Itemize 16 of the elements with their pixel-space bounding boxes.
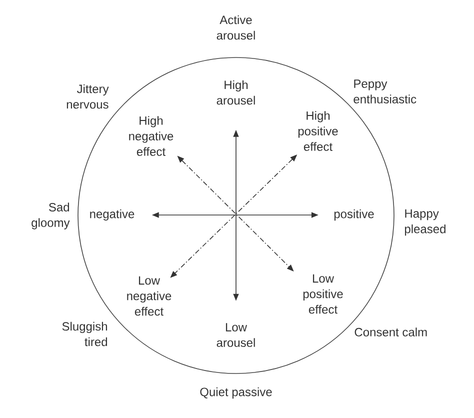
mood-label: Peppy enthusiastic (354, 80, 416, 104)
mood-label: Sluggish tired (62, 322, 108, 346)
axis-label: High negative effect (129, 116, 174, 156)
mood-label: Happy pleased (404, 209, 446, 236)
mood-label: Consent calm (354, 328, 427, 336)
axis-label: Low negative effect (127, 276, 172, 316)
axis-label: Low arousel (216, 323, 255, 347)
mood-label: Quiet passive (200, 387, 272, 399)
axis-label: High arousel (216, 80, 255, 105)
axis-label: Low positive effect (303, 274, 343, 314)
axis-label: High positive effect (298, 111, 338, 151)
axis-label: positive (334, 209, 374, 221)
mood-label: Active arousel (216, 15, 255, 40)
mood-label: Sad gloomy (32, 202, 70, 230)
mood-label: Jittery nervous (66, 84, 109, 109)
axis-label: negative (90, 209, 134, 221)
